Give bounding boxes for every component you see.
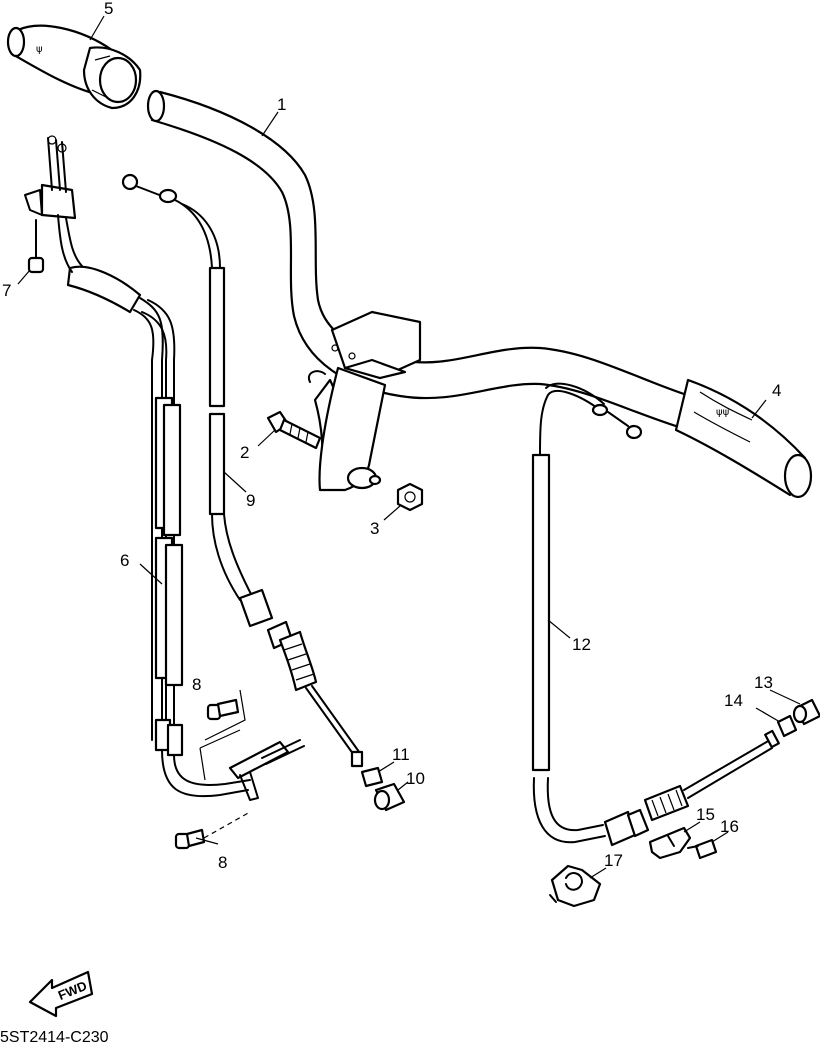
callout-5: 5 xyxy=(104,0,113,18)
callout-labels: 5 1 2 3 4 6 7 8 8 9 10 11 12 13 14 15 16… xyxy=(2,0,781,872)
callout-4: 4 xyxy=(772,381,781,400)
callout-10: 10 xyxy=(406,769,425,788)
diagram-code: 5ST2414-C230 xyxy=(0,1029,109,1045)
callout-11: 11 xyxy=(392,745,410,764)
rear-brake-cable xyxy=(531,382,780,847)
screw xyxy=(27,219,45,274)
throttle-cable xyxy=(24,135,305,801)
callout-3: 3 xyxy=(370,519,379,538)
callout-2: 2 xyxy=(240,443,249,462)
callout-17: 17 xyxy=(604,851,623,870)
callout-6: 6 xyxy=(120,551,129,570)
cable-clip xyxy=(549,864,602,908)
leader-lines xyxy=(17,15,801,879)
callout-14: 14 xyxy=(724,691,743,710)
forward-direction-arrow: FWD xyxy=(28,970,94,1018)
adjuster-nut xyxy=(792,698,820,726)
callout-8-upper: 8 xyxy=(192,675,201,694)
callout-15: 15 xyxy=(696,805,715,824)
handlebar-holder xyxy=(307,310,422,492)
cable-guide-clamp xyxy=(648,826,692,860)
cable-adjuster-nut xyxy=(373,782,406,812)
callout-16: 16 xyxy=(720,817,739,836)
grip-pattern-icon: ψ xyxy=(36,44,43,55)
callout-1: 1 xyxy=(277,95,286,114)
bolt xyxy=(266,410,322,450)
screw xyxy=(687,838,718,860)
screw-lower xyxy=(174,811,251,850)
guide-line xyxy=(199,729,241,781)
brake-cable xyxy=(121,173,364,768)
callout-7: 7 xyxy=(2,281,11,300)
left-grip: ψ xyxy=(6,24,142,110)
callout-13: 13 xyxy=(754,673,773,692)
right-grip: ψψ xyxy=(674,378,813,499)
nut xyxy=(396,482,424,512)
handlebar xyxy=(146,89,692,430)
callout-12: 12 xyxy=(572,635,591,654)
callout-9: 9 xyxy=(246,491,255,510)
screw-upper xyxy=(204,689,246,741)
lock-nut xyxy=(776,714,798,738)
callout-8-lower: 8 xyxy=(218,853,227,872)
grip-pattern-icon: ψψ xyxy=(716,407,730,418)
cable-end-cap xyxy=(360,766,384,788)
